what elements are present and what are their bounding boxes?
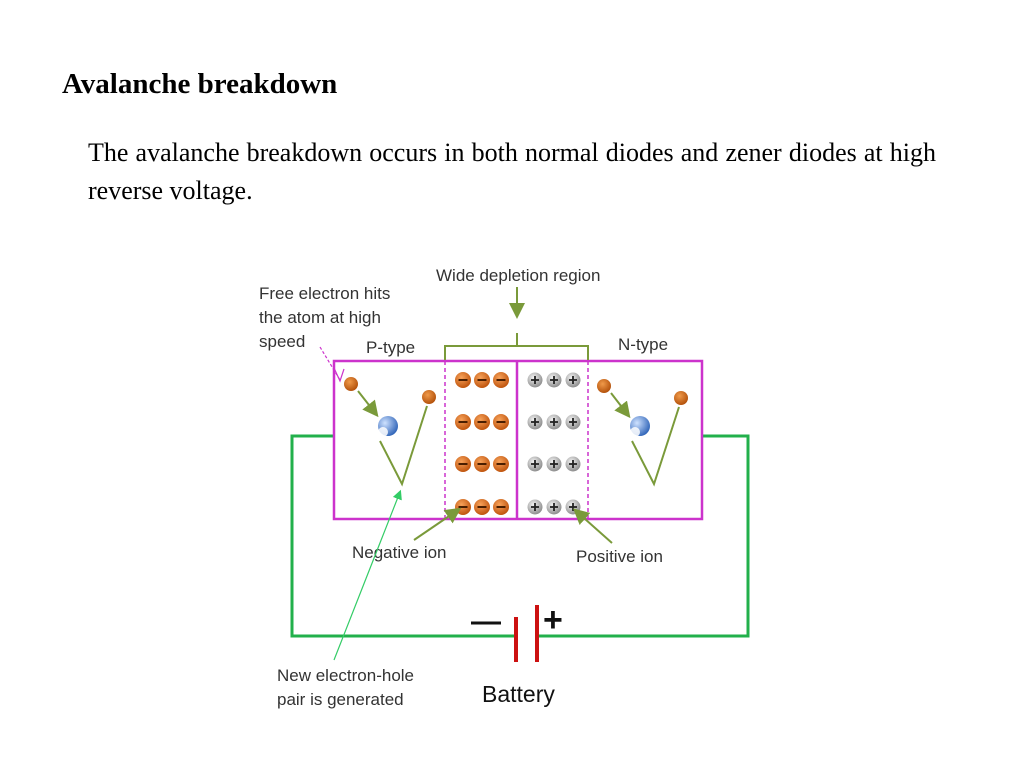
positive-ions (527, 372, 581, 515)
negative-ion (455, 456, 471, 472)
scatter-lines (379, 405, 428, 487)
slide-paragraph: The avalanche breakdown occurs in both n… (88, 138, 936, 205)
n-side-collision (597, 379, 688, 487)
depletion-bracket (444, 333, 589, 360)
depletion-region-label: Wide depletion region (436, 266, 600, 285)
positive-ion-pointer (573, 508, 613, 544)
negative-ion (474, 372, 490, 388)
p-side-collision (344, 377, 436, 487)
new-pair-pointer (333, 489, 402, 661)
battery-label: Battery (482, 681, 555, 707)
negative-ion (474, 456, 490, 472)
positive-ion (546, 499, 562, 515)
slide-title: Avalanche breakdown (62, 68, 338, 100)
positive-ion (565, 372, 581, 388)
positive-ion (546, 456, 562, 472)
negative-ion (493, 372, 509, 388)
electron-path-arrow (357, 390, 379, 418)
positive-ion (527, 372, 543, 388)
positive-ion (565, 414, 581, 430)
positive-ion (546, 372, 562, 388)
negative-ion (474, 499, 490, 515)
negative-ions (455, 372, 509, 515)
negative-ion (455, 372, 471, 388)
free-electron-label-line-1: Free electron hits (259, 284, 390, 303)
n-type-label: N-type (618, 335, 668, 354)
incoming-electron (597, 379, 611, 393)
free-electron-pointer-head (333, 367, 345, 383)
negative-ion-pointer (413, 507, 462, 541)
released-electron (422, 390, 436, 404)
incoming-electron (344, 377, 358, 391)
negative-ion-label: Negative ion (352, 543, 447, 562)
negative-ion (493, 414, 509, 430)
positive-ion (527, 499, 543, 515)
positive-ion (546, 414, 562, 430)
positive-ion (527, 456, 543, 472)
scatter-lines (631, 406, 680, 487)
negative-ion (474, 414, 490, 430)
battery-symbol (514, 605, 539, 662)
positive-ion (565, 456, 581, 472)
positive-ion (527, 414, 543, 430)
electron-path-arrow (610, 392, 631, 419)
battery-minus-sign: — (471, 605, 501, 638)
new-pair-label-line-2: pair is generated (277, 690, 404, 709)
negative-ion (455, 499, 471, 515)
battery-plus-sign: + (543, 601, 563, 639)
negative-ion (493, 456, 509, 472)
positive-ion-label: Positive ion (576, 547, 663, 566)
released-electron (674, 391, 688, 405)
circuit-wire (290, 434, 750, 638)
free-electron-label-line-2: the atom at high (259, 308, 381, 327)
free-electron-label-line-3: speed (259, 332, 305, 351)
new-pair-label-line-1: New electron-hole (277, 666, 414, 685)
p-type-label: P-type (366, 338, 415, 357)
negative-ion (493, 499, 509, 515)
negative-ion (455, 414, 471, 430)
